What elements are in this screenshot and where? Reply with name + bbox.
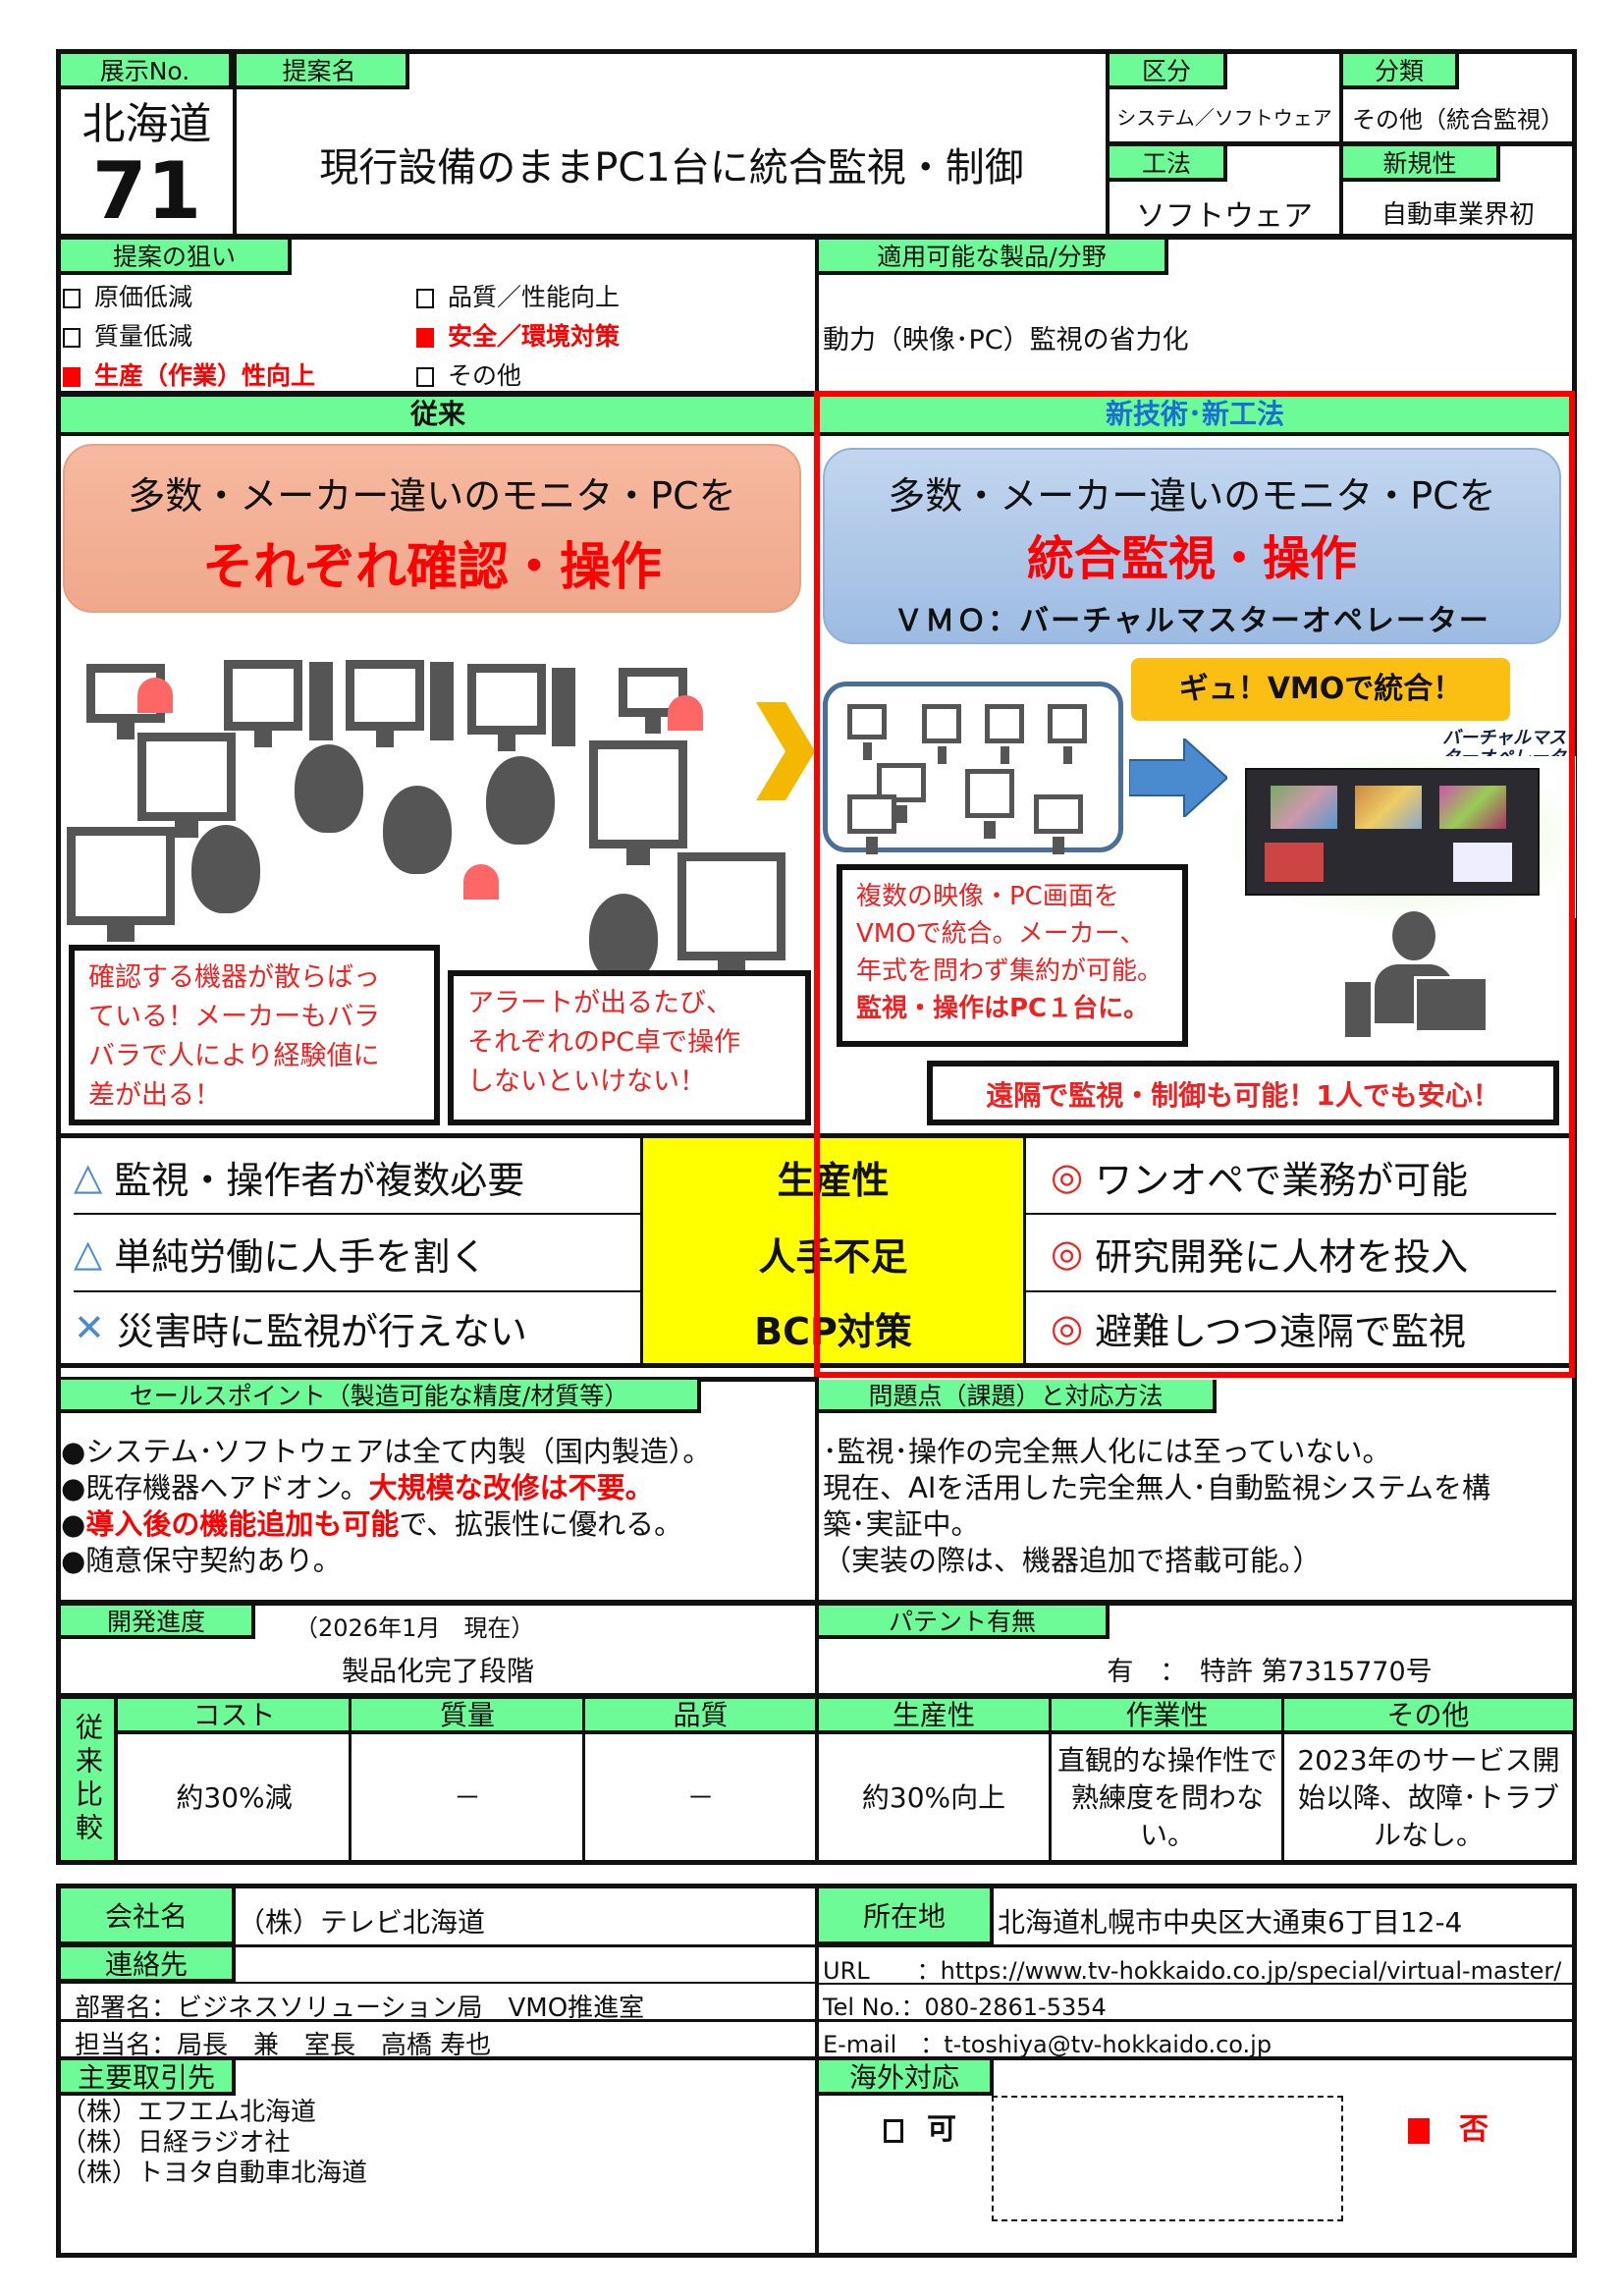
vs-header-workability: 作業性 [1125,1699,1209,1731]
novelty-value: 自動車業界初 [1380,200,1535,230]
comparison-row: ◎研究開発に人材を投入 [1051,1231,1469,1279]
class-label: 分類 [1343,54,1459,89]
vs-value-other: 2023年のサービス開始以降、故障･トラブルなし。 [1297,1743,1560,1851]
novelty-label: 新規性 [1343,146,1500,182]
vs-value-productivity: 約30%向上 [861,1780,1006,1814]
vs-value-cost: 約30%減 [176,1780,293,1814]
speech-bubble-scattered: 確認する機器が散らばっている！メーカーもバラバラで人により経験値に差が出る！ [69,945,440,1125]
applicable-label: 適用可能な製品/分野 [819,240,1168,275]
vs-header-weight: 質量 [439,1699,495,1731]
category-label: 区分 [1110,54,1227,89]
overseas-notes-box [992,2096,1343,2221]
progress-value: 製品化完了段階 [341,1655,534,1687]
new-tech-highlight-frame [814,391,1575,1378]
patent-label: パテント有無 [819,1606,1110,1639]
person-in-charge: 担当名：局長 兼 室長 高橋 寿也 [75,2031,492,2060]
arrow-right-icon [1129,738,1227,817]
contact-label: 連絡先 [61,1947,236,1983]
comparison-row: ◎避難しつつ遠隔で監視 [1051,1306,1466,1353]
method-value: ソフトウェア [1136,199,1313,234]
tel: Tel No.：080-2861-5354 [823,1994,1107,2021]
sales-points: ●システム･ソフトウェアは全て内製（国内製造）。 ●既存機器へアドオン。大規模な… [61,1435,712,1577]
issues-label: 問題点（課題）と対応方法 [819,1380,1217,1413]
conventional-header: 従来 [61,397,815,436]
remote-callout: 遠隔で監視・制御も可能！1人でも安心！ [927,1061,1559,1125]
vs-side-label: 従来比較 [61,1699,118,1860]
checkbox[interactable] [63,289,81,308]
exhibit-no-label: 展示No. [61,54,233,89]
issues-text: ･監視･操作の完全無人化には至っていない。現在、AIを活用した完全無人･自動監視… [823,1435,1491,1577]
topic-column [640,1138,1026,1364]
exhibit-number: 71 [91,145,202,237]
topic-label: BCP対策 [754,1309,912,1353]
topic-label: 人手不足 [758,1234,908,1279]
overseas-no-option[interactable]: 否 [1408,2105,1489,2148]
vs-header-productivity: 生産性 [892,1699,975,1731]
company-name-label: 会社名 [61,1888,236,1945]
speech-bubble-alert: アラートが出るたび、それぞれのPC卓で操作しないといけない！ [448,970,811,1125]
monitors-group [823,682,1123,854]
vs-value-quality: － [686,1780,715,1814]
applicable-value: 動力（映像･PC）監視の省力化 [823,325,1189,355]
conventional-banner: 多数・メーカー違いのモニタ・PCを それぞれ確認・操作 [63,444,801,613]
class-value: その他（統合監視） [1352,106,1564,134]
comparison-row: △単純労働に人手を割く [74,1231,488,1279]
aim-item[interactable]: 質量低減 [63,317,192,353]
checkbox-checked[interactable] [63,367,81,387]
aims-label: 提案の狙い [61,240,292,275]
vs-header-quality: 品質 [673,1699,729,1731]
company-name: （株）テレビ北海道 [238,1906,486,1939]
alert-lamp-icon [463,864,499,900]
vs-header-row [118,1699,1573,1734]
topic-label: 生産性 [777,1158,890,1202]
aim-item[interactable]: 安全／環境対策 [416,317,620,353]
progress-label: 開発進度 [61,1606,255,1639]
new-tech-banner: 多数・メーカー違いのモニタ・PCを 統合監視・操作 ＶＭＯ：バーチャルマスターオ… [823,448,1561,644]
email[interactable]: E-mail ：t-toshiya@tv-hokkaido.co.jp [823,2031,1272,2058]
comparison-row: ◎ワンオペで業務が可能 [1051,1155,1469,1202]
address: 北海道札幌市中央区大通東6丁目12-4 [998,1906,1463,1939]
comparison-row: ✕災害時に監視が行えない [74,1306,527,1353]
sales-label: セールスポイント（製造可能な精度/材質等） [61,1380,701,1413]
checkbox-checked[interactable] [1408,2117,1430,2144]
department: 部署名：ビジネスソリューション局 VMO推進室 [75,1994,645,2023]
aim-item[interactable]: その他 [416,356,521,392]
region: 北海道 [81,99,212,149]
vmo-callout: ギュ！VMOで統合！ [1131,658,1510,721]
address-label: 所在地 [819,1888,994,1945]
category-value: システム／ソフトウェア [1116,106,1332,130]
vs-header-cost: コスト [192,1699,276,1731]
aim-item[interactable]: 生産（作業）性向上 [63,356,315,392]
url[interactable]: URL ：https://www.tv-hokkaido.co.jp/speci… [823,1957,1562,1985]
new-tech-header: 新技術･新工法 [819,397,1571,436]
progress-date: （2026年1月 現在） [295,1614,535,1642]
vs-value-weight: － [453,1780,481,1814]
proposal-title: 現行設備のままPC1台に統合監視・制御 [319,145,1024,191]
alert-lamp-icon [137,678,173,713]
clients-label: 主要取引先 [61,2060,236,2096]
vmo-screen-photo [1245,768,1540,896]
overseas-label: 海外対応 [819,2060,994,2096]
checkbox[interactable] [416,367,434,387]
overseas-yes-option[interactable]: 可 [884,2105,956,2148]
patent-value: 有 ： 特許 第7315770号 [1107,1657,1433,1687]
proposal-name-label: 提案名 [233,54,409,89]
aim-item[interactable]: 品質／性能向上 [416,278,620,313]
arrow-right-icon [756,702,815,800]
checkbox[interactable] [63,328,81,348]
checkbox[interactable] [884,2118,903,2143]
alert-lamp-icon [668,695,703,731]
comparison-row: △監視・操作者が複数必要 [74,1155,525,1202]
clients-list: （株）エフエム北海道（株）日経ラジオ社（株）トヨタ自動車北海道 [61,2098,368,2188]
aim-item[interactable]: 原価低減 [63,278,192,313]
vs-header-other: その他 [1386,1699,1470,1731]
checkbox[interactable] [416,289,434,308]
method-label: 工法 [1110,146,1227,182]
vs-value-workability: 直観的な操作性で熟練度を問わない。 [1056,1743,1277,1851]
checkbox-checked[interactable] [416,328,434,348]
